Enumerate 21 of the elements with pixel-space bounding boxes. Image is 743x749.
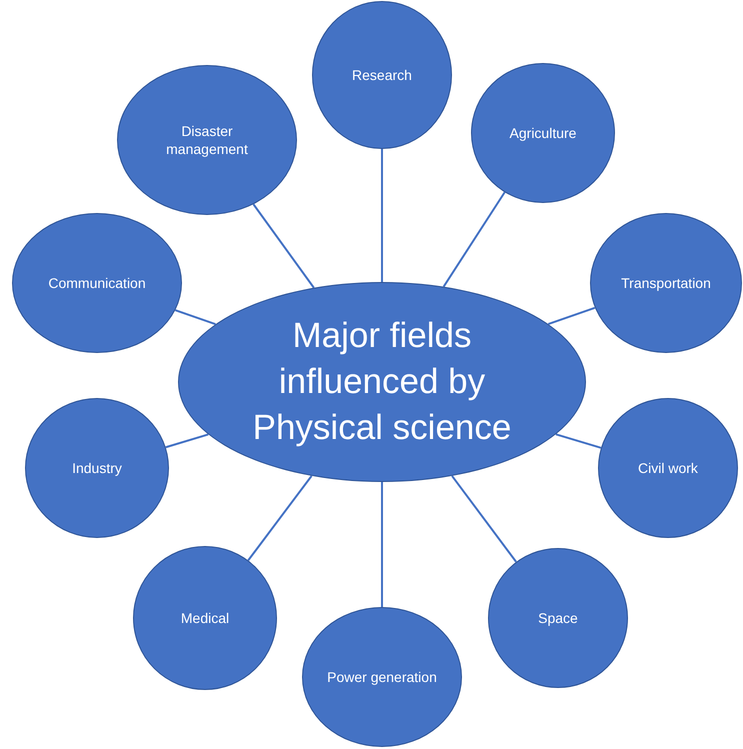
connector-line — [381, 149, 383, 282]
connector-line — [175, 309, 216, 326]
connector-line — [451, 475, 517, 562]
topic-label: Agriculture — [508, 124, 578, 142]
central-title: Major fields influenced by Physical science — [252, 315, 512, 449]
topic-label: Research — [351, 66, 413, 84]
connector-line — [247, 475, 312, 561]
connector-line — [252, 204, 315, 288]
topic-label: Power generation — [326, 668, 438, 686]
topic-label: Communication — [47, 274, 147, 292]
topic-label: Medical — [180, 609, 230, 627]
topic-label: Industry — [71, 459, 123, 477]
topic-label: Disaster management — [165, 122, 249, 158]
connector-line — [442, 192, 506, 288]
connector-line — [556, 433, 602, 449]
topic-label: Civil work — [637, 459, 699, 477]
topic-label: Space — [537, 609, 579, 627]
connector-line — [548, 306, 596, 325]
connector-line — [381, 482, 383, 607]
topic-label: Transportation — [620, 274, 712, 292]
connector-line — [165, 433, 209, 448]
